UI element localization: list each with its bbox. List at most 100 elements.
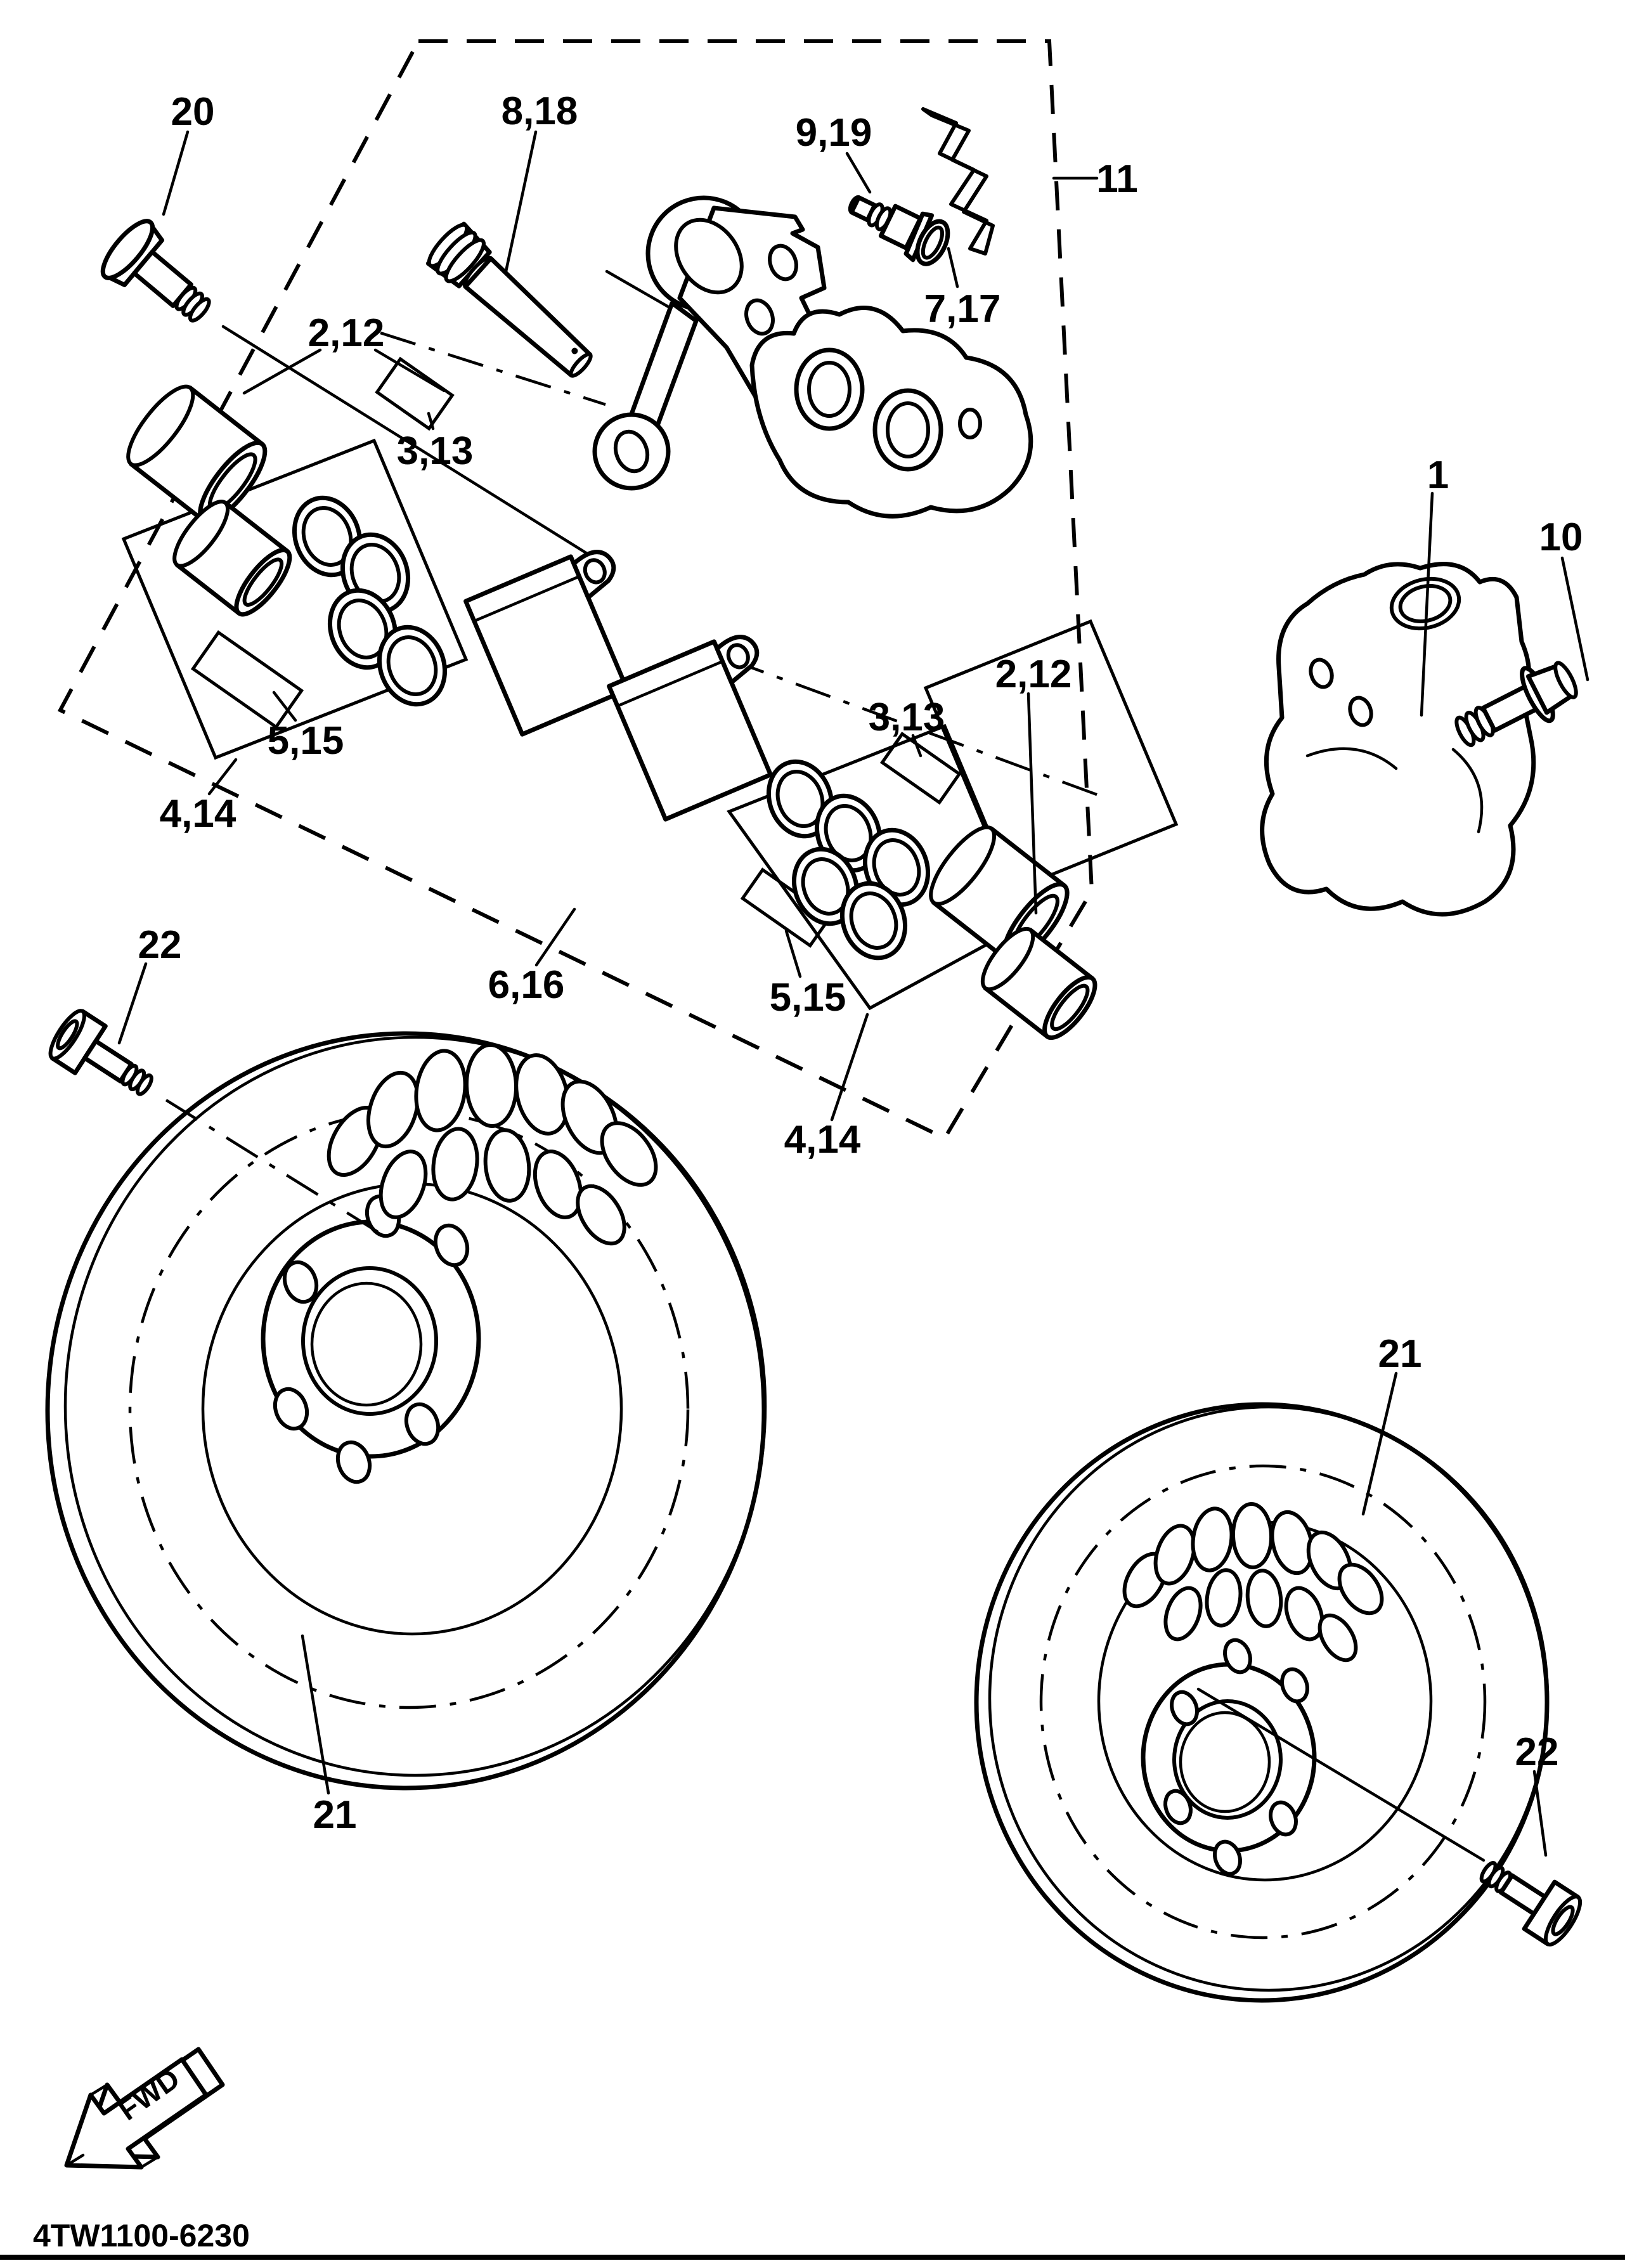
disc-bolt-hole bbox=[1170, 1690, 1199, 1727]
brake-disc-left bbox=[45, 1031, 767, 1791]
caliper-lug-hole-inner bbox=[1398, 584, 1453, 623]
disc-bolt-axis-right bbox=[1196, 1687, 1486, 1862]
fwd-arrow-edge bbox=[89, 2083, 109, 2097]
disc-bolt-hole bbox=[1280, 1667, 1309, 1704]
part-callout-20: 20 bbox=[171, 90, 215, 134]
caliper-body bbox=[1260, 562, 1536, 917]
pin-shaft bbox=[463, 256, 593, 378]
pin-ridge bbox=[444, 238, 486, 283]
bleed-screw-9-19 bbox=[848, 195, 950, 266]
bolt-shaft bbox=[82, 1039, 134, 1084]
disc-bolt-hole bbox=[433, 1223, 470, 1267]
pad-plate bbox=[463, 554, 630, 737]
callout-leader-4-14 bbox=[830, 1013, 869, 1122]
bolt-thread bbox=[188, 297, 211, 323]
caliper-piston bbox=[172, 500, 292, 617]
marker-5-15-left bbox=[190, 630, 304, 730]
disc-rim-line bbox=[63, 1035, 767, 1777]
pad-tab-hole bbox=[726, 643, 750, 670]
callout-leader-3-13 bbox=[911, 734, 923, 758]
disc-bore-inner bbox=[310, 1281, 423, 1407]
brake-pad-inner bbox=[607, 635, 773, 822]
callout-leader-8-18 bbox=[504, 130, 538, 273]
seal-ring-inner bbox=[337, 599, 389, 659]
seal-ring-inner bbox=[872, 838, 921, 897]
part-callout-8-18: 8,18 bbox=[502, 89, 578, 133]
callout-leader-9-19 bbox=[845, 152, 872, 194]
part-callout-4-14: 4,14 bbox=[784, 1118, 861, 1162]
brake-caliper-assembly-1 bbox=[1260, 562, 1536, 917]
bleeder-cap-inner bbox=[921, 225, 945, 260]
part-callout-4-14: 4,14 bbox=[160, 792, 236, 836]
bracket-ear-hole bbox=[674, 217, 744, 295]
callout-leader-10 bbox=[1560, 556, 1589, 682]
piston-back bbox=[172, 500, 230, 568]
disc-bolt-hole bbox=[1223, 1638, 1252, 1675]
part-callout-22: 22 bbox=[138, 923, 182, 967]
callout-leader-4-14 bbox=[207, 758, 238, 796]
piston-back bbox=[929, 825, 997, 906]
disc-rim-line bbox=[988, 1405, 1550, 1992]
callout-leader-1 bbox=[1420, 491, 1434, 717]
piston-bore bbox=[242, 557, 284, 607]
part-callout-10: 10 bbox=[1539, 515, 1583, 559]
cylinder-bore bbox=[886, 401, 930, 458]
disc-bolt-axis-left bbox=[165, 1099, 379, 1233]
bracket-hole bbox=[768, 243, 798, 282]
caliper-piston bbox=[929, 825, 1070, 964]
disc-bore-inner bbox=[1179, 1711, 1271, 1813]
seal-ring-inner bbox=[386, 635, 438, 696]
caliper-bolt-10 bbox=[1454, 661, 1578, 748]
pad-pin-8-18 bbox=[425, 221, 593, 378]
disc-bore bbox=[301, 1266, 438, 1416]
seal-ring-inner bbox=[349, 543, 401, 604]
callout-leader-22 bbox=[1532, 1770, 1548, 1857]
caliper-contour bbox=[1451, 748, 1484, 834]
pad-lining-line bbox=[472, 574, 581, 623]
callout-leader-2-12 bbox=[242, 348, 322, 395]
disc-chain-circle bbox=[1039, 1464, 1487, 1940]
part-callout-5-15: 5,15 bbox=[268, 719, 344, 763]
pad-lining-line bbox=[616, 659, 724, 708]
disc-bolt-hole bbox=[1213, 1839, 1242, 1876]
piston-back bbox=[126, 384, 195, 467]
seal-ring-inner bbox=[824, 804, 873, 862]
bolt20-axis-line bbox=[221, 325, 604, 565]
disc-bolt-22-right bbox=[1479, 1861, 1583, 1947]
seal-ring-inner bbox=[775, 770, 825, 828]
piston-seal-set-left bbox=[292, 495, 448, 707]
callout-leader-3-13 bbox=[427, 411, 435, 431]
bolt-socket bbox=[56, 1019, 79, 1051]
caliper-hole bbox=[1309, 658, 1334, 689]
callout-leader-21 bbox=[1361, 1371, 1398, 1516]
part-callout-9-19: 9,19 bbox=[796, 111, 872, 155]
caliper-piston bbox=[126, 384, 268, 524]
bolt-flange bbox=[100, 219, 155, 280]
part-callout-5-15: 5,15 bbox=[770, 976, 846, 1020]
piston-back bbox=[980, 926, 1035, 992]
brake-disc-right bbox=[974, 1402, 1550, 2003]
caliper-hole bbox=[1348, 696, 1373, 727]
part-code: 4TW1100-6230 bbox=[33, 2218, 250, 2253]
fwd-arrow-edge bbox=[180, 2047, 200, 2061]
right-piston-axis bbox=[728, 658, 1101, 798]
callout-leader-21 bbox=[301, 1634, 330, 1795]
disc-bolt-hole bbox=[404, 1402, 441, 1446]
bolt-hex-end bbox=[1553, 661, 1578, 699]
callout-leader-6-16 bbox=[534, 907, 576, 967]
disc-bolt-22-left bbox=[48, 1009, 153, 1096]
part-callout-3-13: 3,13 bbox=[869, 696, 945, 739]
disc-bolt-hole bbox=[335, 1440, 372, 1484]
brake-pad-outer bbox=[463, 550, 630, 737]
fwd-arrow-edge bbox=[204, 2083, 224, 2097]
pad-plate bbox=[607, 639, 773, 822]
callout-leader-2-12 bbox=[373, 348, 446, 392]
fwd-arrow-front bbox=[64, 2057, 209, 2170]
disc-bore bbox=[1172, 1699, 1283, 1820]
bracket-hole bbox=[744, 298, 775, 336]
group-box-2-12-right bbox=[923, 619, 1179, 893]
pin-hole bbox=[571, 347, 578, 354]
callout-leader-22 bbox=[117, 962, 148, 1045]
